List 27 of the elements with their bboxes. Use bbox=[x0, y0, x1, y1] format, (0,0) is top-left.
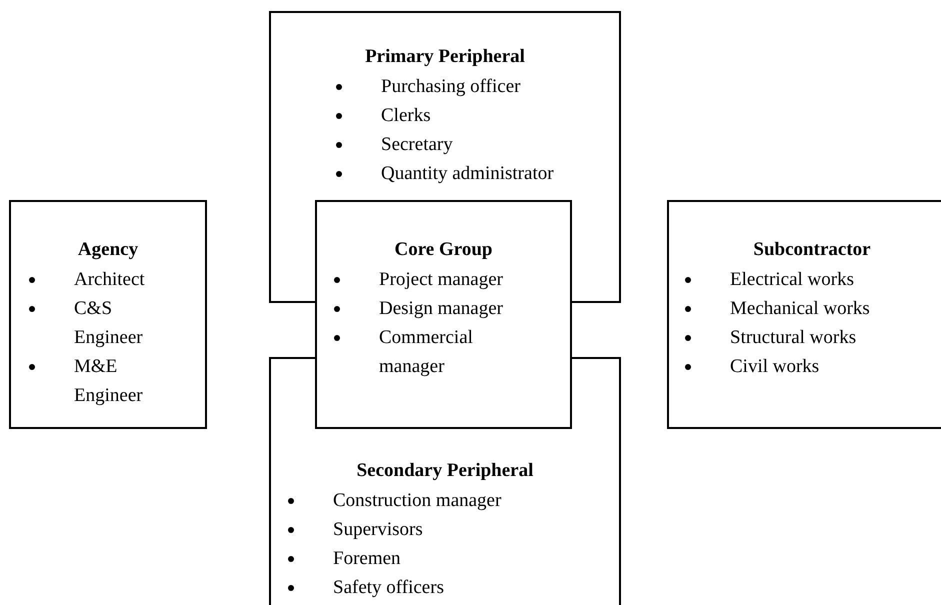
list-item: Supervisors bbox=[333, 518, 424, 542]
group-heading: Secondary Peripheral bbox=[356, 459, 534, 483]
group-heading: Core Group bbox=[394, 238, 494, 262]
group-heading: Subcontractor bbox=[752, 238, 872, 262]
list-item: Secretary bbox=[381, 133, 454, 157]
list-item: Clerks bbox=[381, 104, 432, 128]
list-item: Quantity administrator bbox=[381, 162, 555, 186]
list-item: Civil works bbox=[730, 355, 820, 379]
list-item: Design manager bbox=[379, 297, 504, 321]
group-heading: Agency bbox=[76, 238, 140, 262]
peripheral-box bbox=[269, 357, 621, 605]
group-box bbox=[667, 200, 941, 429]
list-item: M&E Engineer bbox=[74, 355, 144, 408]
list-item: Safety officers bbox=[333, 576, 445, 600]
list-item: Purchasing officer bbox=[381, 75, 522, 99]
group-heading: Primary Peripheral bbox=[364, 45, 526, 69]
list-item: Construction manager bbox=[333, 489, 502, 513]
group-box bbox=[9, 200, 207, 429]
core-box bbox=[315, 200, 572, 429]
list-item: C&S Engineer bbox=[74, 297, 144, 350]
list-item: Mechanical works bbox=[730, 297, 871, 321]
list-item: Electrical works bbox=[730, 268, 855, 292]
list-item: Project manager bbox=[379, 268, 504, 292]
list-item: Commercial manager bbox=[379, 326, 474, 379]
list-item: Architect bbox=[74, 268, 146, 292]
list-item: Structural works bbox=[730, 326, 858, 350]
list-item: Foremen bbox=[333, 547, 402, 571]
